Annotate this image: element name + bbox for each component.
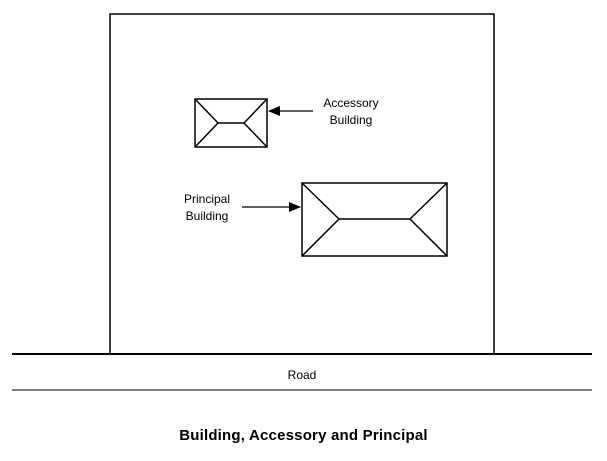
principal-label-line1: Principal	[184, 192, 230, 206]
road-label: Road	[288, 368, 317, 382]
accessory-building	[194, 98, 268, 148]
accessory-label-line1: Accessory	[323, 96, 378, 110]
principal-label-line2: Building	[186, 209, 229, 223]
lot-boundary	[109, 13, 495, 354]
principal-building	[301, 182, 448, 257]
figure-caption: Building, Accessory and Principal	[179, 427, 428, 444]
accessory-label-line2: Building	[330, 113, 373, 127]
